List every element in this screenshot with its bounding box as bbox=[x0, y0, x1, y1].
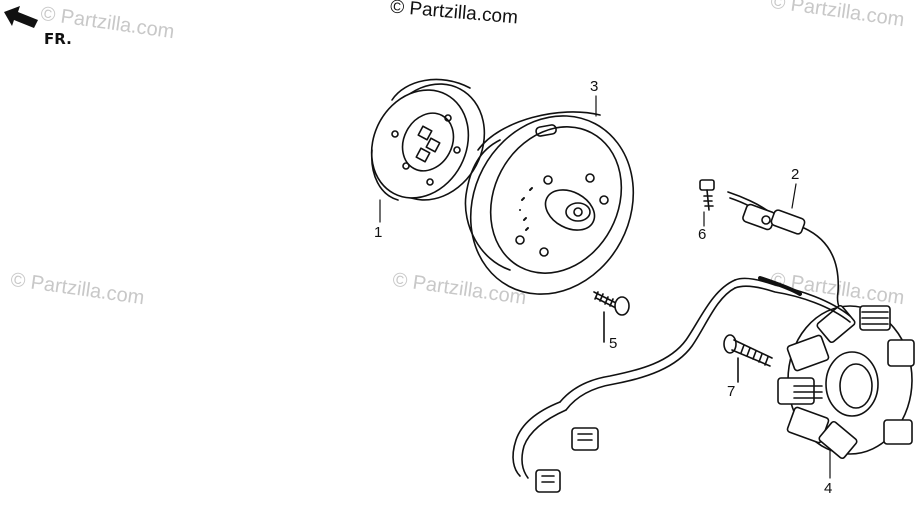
flywheel-rotor-icon bbox=[464, 111, 635, 295]
starter-clutch-icon bbox=[370, 78, 486, 201]
callout-5: 5 bbox=[609, 335, 618, 352]
small-bolt-icon bbox=[699, 179, 715, 211]
callout-2: 2 bbox=[791, 166, 800, 183]
socket-bolt-icon bbox=[593, 291, 630, 343]
stator-coil-icon bbox=[777, 304, 915, 460]
front-orientation-label: FR. bbox=[44, 30, 72, 48]
flange-bolt-icon bbox=[723, 334, 773, 383]
callout-4: 4 bbox=[824, 480, 833, 497]
callout-1: 1 bbox=[374, 224, 383, 241]
callout-3: 3 bbox=[590, 78, 599, 95]
leader-lines bbox=[379, 95, 831, 479]
callout-7: 7 bbox=[727, 383, 736, 400]
pulse-generator-icon bbox=[727, 191, 849, 317]
wire-harness bbox=[512, 276, 851, 493]
arrow-forward-icon bbox=[4, 6, 38, 28]
callout-6: 6 bbox=[698, 226, 707, 243]
